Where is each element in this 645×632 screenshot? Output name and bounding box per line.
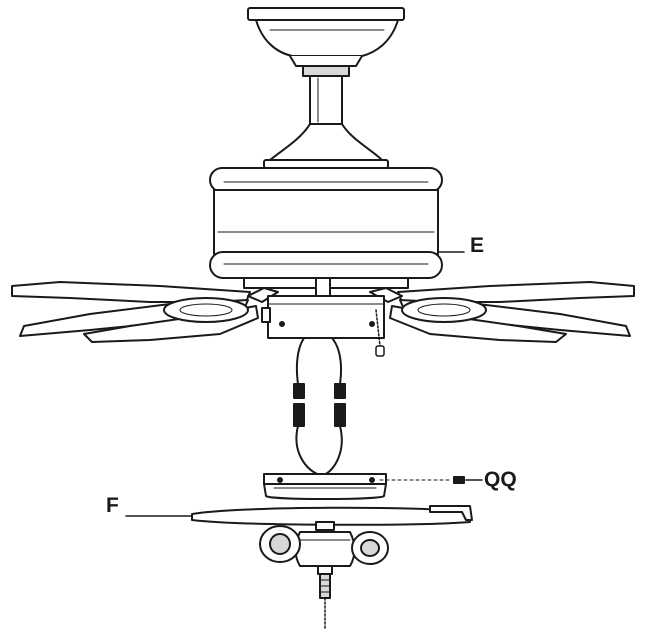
screw: [379, 476, 465, 484]
motor-cap: [263, 123, 389, 169]
callout-e: E: [470, 234, 484, 257]
callout-qq: QQ: [484, 468, 517, 491]
fan-housing: [209, 167, 443, 289]
light-kit: [259, 521, 389, 629]
ceiling-canopy: [247, 7, 405, 67]
downrod: [302, 65, 350, 125]
wire-connectors: [293, 383, 346, 427]
switch-cup: [263, 473, 387, 500]
fan-blades: [11, 281, 635, 343]
callout-f: F: [106, 494, 119, 517]
switch-housing: [261, 277, 385, 339]
light-kit-plate: [191, 505, 473, 526]
fan-pull-chain: [375, 309, 385, 357]
